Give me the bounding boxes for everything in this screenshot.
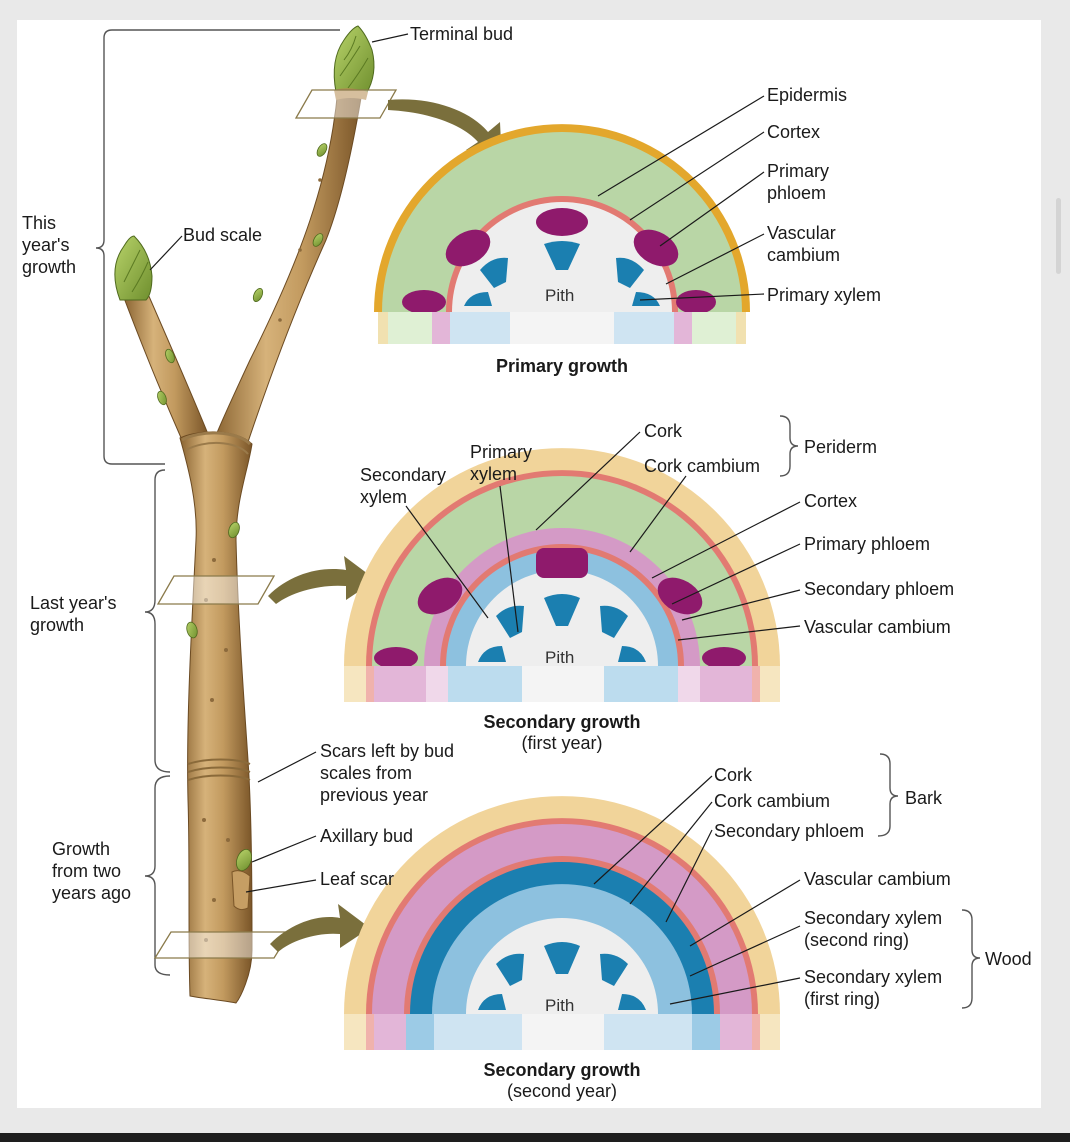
s2-xylem-first-ring-label: Secondary xylem (first ring) [804, 967, 943, 1009]
leaf-scar-label: Leaf scar [320, 869, 395, 889]
primary-growth-caption: Primary growth [495, 356, 629, 376]
s1-caption: Secondary growth (first year) [483, 712, 641, 753]
primary-pith-label: Pith [545, 286, 575, 305]
trunk [179, 431, 253, 1004]
last-year-bracket [144, 469, 171, 773]
s1-primary-phloem-label: Primary phloem [804, 534, 931, 554]
label-braces [779, 415, 981, 1009]
plane-second-year [153, 931, 292, 959]
terminal-bud [333, 25, 375, 100]
axillary-bud-label: Axillary bud [320, 826, 414, 846]
bud-scale-label: Bud scale [183, 225, 263, 245]
axillary-bud [236, 848, 252, 872]
s2-xylem-second-ring-label: Secondary xylem (second ring) [804, 908, 943, 950]
growth-brackets [95, 29, 340, 976]
growth-two-years-label: Growth from two years ago [52, 839, 132, 903]
s1-cork-label: Cork [644, 421, 683, 441]
last-years-growth-label: Last year's growth [30, 593, 117, 635]
primary-xylem-label: Primary xylem [767, 285, 882, 305]
leader-lines [149, 33, 801, 1005]
bark-brace [877, 753, 899, 837]
leaf-scar [231, 870, 251, 911]
s1-vascular-cambium-label: Vascular cambium [804, 617, 951, 637]
s2-bark-label: Bark [905, 788, 943, 808]
second-year-xylem-bundles [478, 942, 646, 1010]
s1-primary-xylem-label: Primary xylem [470, 442, 532, 484]
s2-caption: Secondary growth (second year) [483, 1060, 641, 1101]
s1-periderm-label: Periderm [804, 437, 878, 457]
s1-secondary-xylem-label: Secondary xylem [360, 465, 447, 507]
plane-first-year [156, 575, 276, 605]
arrow-second-year [270, 904, 370, 952]
main-branch-upper [213, 87, 363, 449]
side-bud [114, 235, 153, 301]
s2-cork-label: Cork [714, 765, 753, 785]
cutting-planes [153, 89, 398, 959]
primary-phloem-bundles [402, 208, 716, 314]
plane-primary [294, 89, 398, 119]
twig [114, 25, 375, 1004]
primary-xylem-bundles [464, 241, 660, 306]
s1-subcaption: (first year) [521, 733, 603, 753]
periderm-brace [779, 415, 799, 477]
primary-phloem-label: Primary phloem [767, 161, 829, 203]
s2-secondary-phloem-label: Secondary phloem [714, 821, 865, 841]
two-years-bracket [144, 775, 171, 976]
s2-cork-cambium-label: Cork cambium [714, 791, 831, 811]
primary-base-strip [378, 312, 746, 344]
second-year-base-strip [344, 1014, 780, 1050]
scars-label: Scars left by bud scales from previous y… [320, 741, 455, 805]
secondary-first-year-section [344, 448, 780, 702]
s1-cortex-label: Cortex [804, 491, 858, 511]
first-year-phloem-bundles [374, 548, 746, 669]
this-years-growth-label: This year's growth [22, 213, 77, 277]
primary-epidermis-label: Epidermis [767, 85, 848, 105]
s2-subcaption: (second year) [506, 1081, 618, 1101]
s1-pith-label: Pith [545, 648, 575, 667]
s1-secondary-phloem-label: Secondary phloem [804, 579, 955, 599]
secondary-second-year-section [344, 796, 780, 1050]
primary-cortex-label: Cortex [767, 122, 821, 142]
s2-vascular-cambium-label: Vascular cambium [804, 869, 951, 889]
primary-growth-section [374, 124, 750, 344]
arrow-first-year [268, 556, 376, 604]
terminal-bud-label: Terminal bud [410, 24, 514, 44]
primary-vascular-cambium-label: Vascular cambium [767, 223, 841, 265]
scrollbar-thumb[interactable] [1056, 198, 1061, 274]
s2-wood-label: Wood [985, 949, 1032, 969]
bottom-bar [0, 1133, 1070, 1142]
s2-pith-label: Pith [545, 996, 575, 1015]
first-year-base-strip [344, 666, 780, 702]
s1-cork-cambium-label: Cork cambium [644, 456, 761, 476]
wood-brace [961, 909, 981, 1009]
first-year-xylem-bundles [478, 594, 646, 662]
bud-scale-scars [187, 758, 251, 781]
this-year-bracket [95, 29, 340, 465]
side-branch [123, 293, 209, 441]
